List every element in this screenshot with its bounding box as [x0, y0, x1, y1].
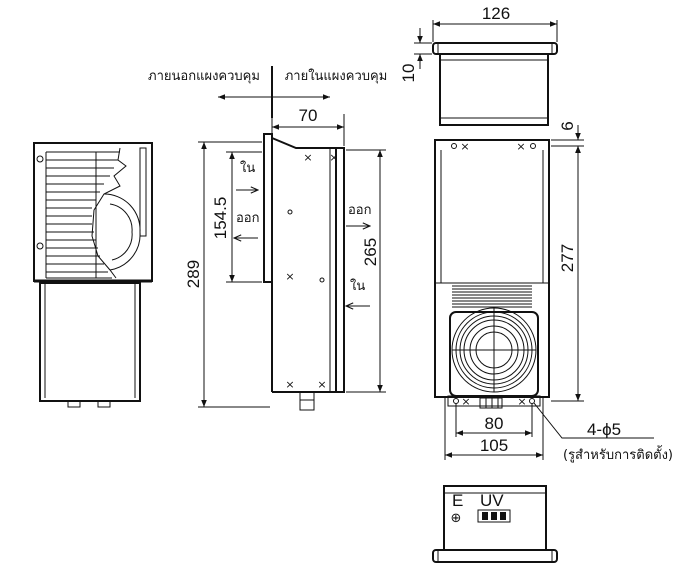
middle-side-view: ภายนอกแผงควบคุม ภายในแผงควบคุม × × × × ×… [148, 66, 388, 411]
air-in-upper-label: ใน [240, 160, 255, 176]
terminal-e-label: E [452, 491, 463, 510]
dim-top-width: 126 [482, 4, 510, 23]
svg-text:×: × [517, 395, 526, 408]
dim-opening-height: 154.5 [211, 197, 230, 240]
right-bottom-view: E UV ⊕ [432, 485, 558, 563]
svg-text:×: × [460, 140, 469, 153]
svg-text:×: × [317, 378, 326, 391]
louver-grille [45, 151, 120, 279]
svg-text:×: × [285, 378, 294, 391]
svg-text:×: × [461, 395, 470, 408]
hole-note-label: (รูสำหรับการติดตั้ง) [563, 445, 673, 463]
dim-hole-offset: 6 [558, 121, 577, 130]
right-top-view: 126 10 [399, 4, 558, 126]
air-out-right-label: ออก [348, 203, 372, 218]
outside-panel-label: ภายนอกแผงควบคุม [148, 69, 260, 84]
terminal-uv-label: UV [480, 491, 504, 510]
dim-flange-thickness: 10 [399, 64, 418, 83]
svg-text:×: × [516, 140, 525, 153]
dim-panel-depth: 70 [299, 106, 318, 125]
left-cutaway-view [33, 142, 153, 408]
hole-spec-label: 4-ϕ5 [587, 420, 621, 439]
vent-slots [452, 285, 532, 308]
svg-text:×: × [303, 151, 312, 164]
dim-overall-height: 289 [184, 260, 203, 288]
svg-text:×: × [329, 151, 338, 164]
air-out-upper-label: ออก [236, 211, 260, 226]
svg-text:×: × [285, 270, 294, 283]
dim-front-height: 277 [558, 244, 577, 272]
dim-hole-pitch: 80 [485, 414, 504, 433]
fan-guard [449, 307, 539, 397]
dim-bottom-width: 105 [480, 436, 508, 455]
svg-text:⊕: ⊕ [451, 511, 462, 526]
inside-panel-label: ภายในแผงควบคุม [285, 68, 388, 84]
air-in-right-label: ใน [350, 278, 365, 294]
dim-inner-height: 265 [361, 238, 380, 266]
left-fan-partial [103, 193, 141, 271]
right-front-view: × × × × [434, 121, 673, 463]
terminal-block [477, 509, 511, 523]
